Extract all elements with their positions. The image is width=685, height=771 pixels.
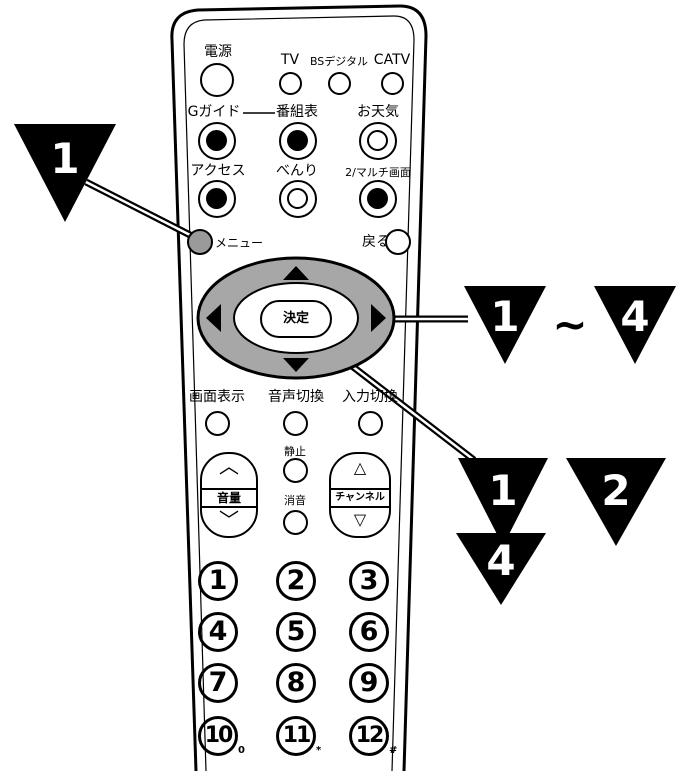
bangumi-label: 番組表 — [276, 104, 318, 120]
catv-label: CATV — [373, 52, 411, 68]
audio-label: 音声切換 — [268, 389, 324, 405]
back-button[interactable] — [385, 229, 411, 255]
enter-label: 決定 — [282, 311, 310, 326]
number-button-1[interactable]: 1 — [198, 561, 238, 601]
callout-enter-step-b: 2 — [601, 466, 631, 515]
menu-label: メニュー — [215, 236, 264, 250]
bs-label: BSデジタル — [309, 55, 369, 68]
input-label: 入力切換 — [342, 389, 398, 405]
tv-button[interactable] — [279, 72, 302, 95]
number-10-sub: 0 — [238, 745, 245, 756]
split-screen-icon — [367, 188, 388, 209]
gguide-button[interactable] — [198, 122, 236, 160]
enter-button[interactable]: 決定 — [260, 300, 332, 338]
volume-rocker[interactable]: ︿ 音量 ﹀ — [200, 452, 258, 538]
volume-up-icon: ︿ — [219, 454, 239, 478]
number-button-11[interactable]: 11 — [276, 716, 316, 756]
weather-button[interactable] — [359, 122, 397, 160]
access-button[interactable] — [198, 180, 236, 218]
catv-button[interactable] — [381, 72, 404, 95]
callout-arrow-tilde: ~ — [552, 300, 588, 349]
number-button-2[interactable]: 2 — [276, 561, 316, 601]
multi-screen-button[interactable] — [359, 180, 397, 218]
freeze-button[interactable] — [283, 458, 308, 483]
volume-down-icon: ﹀ — [219, 508, 239, 532]
back-label: 戻る — [362, 234, 390, 250]
bangumi-button[interactable] — [279, 122, 317, 160]
book-icon — [287, 188, 308, 209]
input-button[interactable] — [358, 411, 383, 436]
number-button-7[interactable]: 7 — [198, 663, 238, 703]
weather-label: お天気 — [357, 104, 399, 120]
number-button-6[interactable]: 6 — [349, 612, 389, 652]
display-button[interactable] — [205, 411, 230, 436]
grid-icon — [287, 130, 308, 151]
channel-rocker[interactable]: △ チャンネル ▽ — [329, 452, 391, 538]
page-icon — [206, 188, 227, 209]
number-button-10[interactable]: 10 — [198, 716, 238, 756]
bs-button[interactable] — [328, 72, 351, 95]
display-label: 画面表示 — [189, 389, 245, 405]
number-button-8[interactable]: 8 — [276, 663, 316, 703]
audio-button[interactable] — [283, 411, 308, 436]
access-label: アクセス — [190, 163, 246, 179]
callout-arrow-step-to: 4 — [620, 292, 650, 341]
volume-label: 音量 — [202, 488, 256, 508]
benri-label: べんり — [276, 163, 318, 179]
number-12-sub: # — [389, 745, 398, 756]
channel-label: チャンネル — [331, 488, 389, 508]
multi-label: 2/マルチ画面 — [345, 166, 411, 179]
number-11-sub: * — [316, 745, 322, 756]
callout-enter-step-a: 1 — [488, 466, 518, 515]
callout-menu-step: 1 — [50, 134, 80, 183]
tv-screen-icon — [206, 130, 227, 151]
number-button-12[interactable]: 12 — [349, 716, 389, 756]
power-button[interactable] — [200, 63, 234, 97]
sun-icon — [367, 130, 388, 151]
mute-button[interactable] — [283, 510, 308, 535]
callout-enter-step-c: 4 — [486, 536, 516, 585]
callout-arrow-step-from: 1 — [490, 292, 520, 341]
mute-label: 消音 — [284, 494, 306, 507]
channel-down-icon: ▽ — [353, 510, 367, 529]
number-button-9[interactable]: 9 — [349, 663, 389, 703]
freeze-label: 静止 — [284, 445, 306, 458]
menu-button[interactable] — [187, 229, 213, 255]
number-button-3[interactable]: 3 — [349, 561, 389, 601]
tv-label: TV — [280, 52, 300, 68]
power-label: 電源 — [204, 44, 232, 60]
gguide-label: Gガイド — [187, 104, 241, 120]
channel-up-icon: △ — [353, 458, 367, 477]
number-button-5[interactable]: 5 — [276, 612, 316, 652]
number-button-4[interactable]: 4 — [198, 612, 238, 652]
benri-button[interactable] — [279, 180, 317, 218]
